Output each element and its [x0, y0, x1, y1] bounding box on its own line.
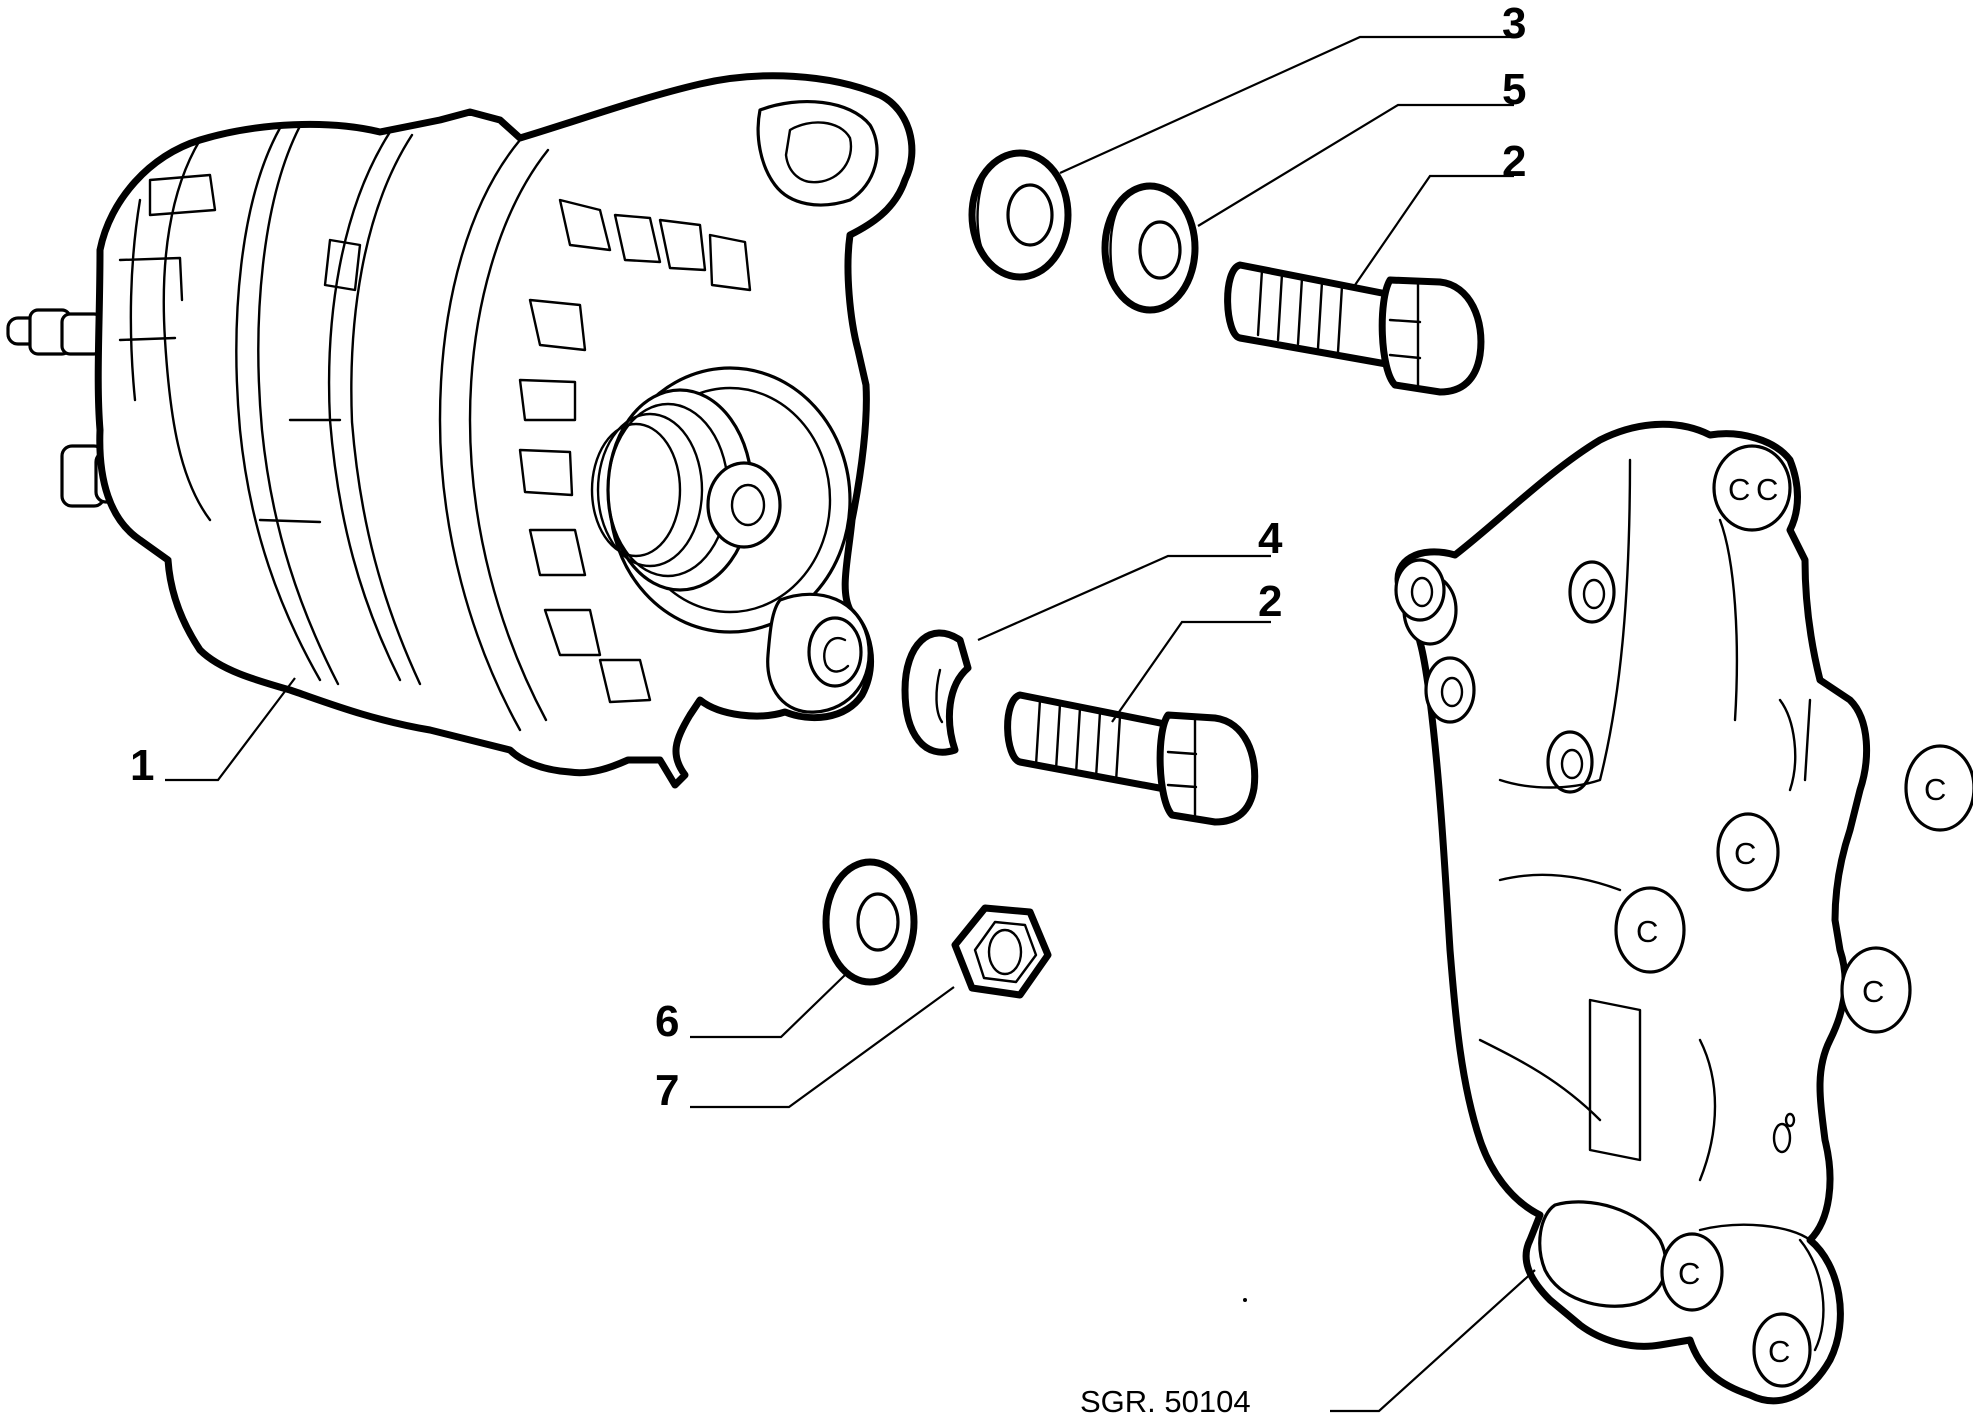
leader-4 [977, 554, 1271, 642]
stray-mark [1243, 1298, 1247, 1302]
callout-labels: 1 2 2 3 4 5 6 7 SGR. 50104 [130, 0, 1526, 1417]
top-mounting-ear [756, 100, 879, 207]
leader-bracket [1330, 1269, 1536, 1413]
svg-text:C: C [1636, 914, 1658, 949]
leader-1 [165, 677, 296, 782]
stator-band [235, 126, 322, 682]
alternator [6, 72, 916, 789]
callout-2-upper: 2 [1502, 137, 1526, 186]
leader-2-lower [1111, 620, 1271, 723]
svg-text:C: C [1728, 472, 1750, 507]
bolt-part-2-lower [1004, 691, 1259, 826]
callout-2-lower: 2 [1258, 577, 1282, 626]
callout-4: 4 [1258, 514, 1283, 563]
callout-1: 1 [130, 741, 154, 790]
leader-7 [690, 986, 955, 1109]
callout-3: 3 [1502, 0, 1526, 48]
leader-lines [165, 35, 1536, 1413]
leader-6 [690, 974, 846, 1039]
leader-5 [1197, 103, 1514, 227]
split-spacer-part-4 [901, 629, 972, 756]
drawing-reference: SGR. 50104 [1080, 1384, 1251, 1417]
pulley [590, 366, 852, 634]
bracket-boss-top: C C [1712, 444, 1792, 532]
svg-text:C: C [1756, 472, 1778, 507]
svg-text:C: C [1734, 836, 1756, 871]
svg-text:C: C [1924, 772, 1946, 807]
leader-3 [1059, 35, 1514, 175]
bolt-part-2-upper [1224, 261, 1485, 396]
svg-text:C: C [1862, 974, 1884, 1009]
svg-text:C: C [1768, 1334, 1790, 1369]
front-housing-ring [438, 138, 522, 732]
spacer-part-5 [1101, 182, 1199, 314]
washer-part-6 [822, 858, 918, 986]
callout-6: 6 [655, 997, 679, 1046]
callout-7: 7 [655, 1066, 679, 1115]
mounting-bracket: C C C C C C C C [1394, 420, 1973, 1405]
rear-cover-edge [162, 138, 212, 522]
bushing-part-3 [968, 149, 1072, 281]
callout-5: 5 [1502, 65, 1526, 114]
nut-part-7 [951, 904, 1052, 999]
leader-2-upper [1354, 174, 1514, 286]
terminal-stud-upper [6, 308, 104, 356]
cooling-fan [518, 198, 752, 704]
svg-text:C: C [1678, 1256, 1700, 1291]
